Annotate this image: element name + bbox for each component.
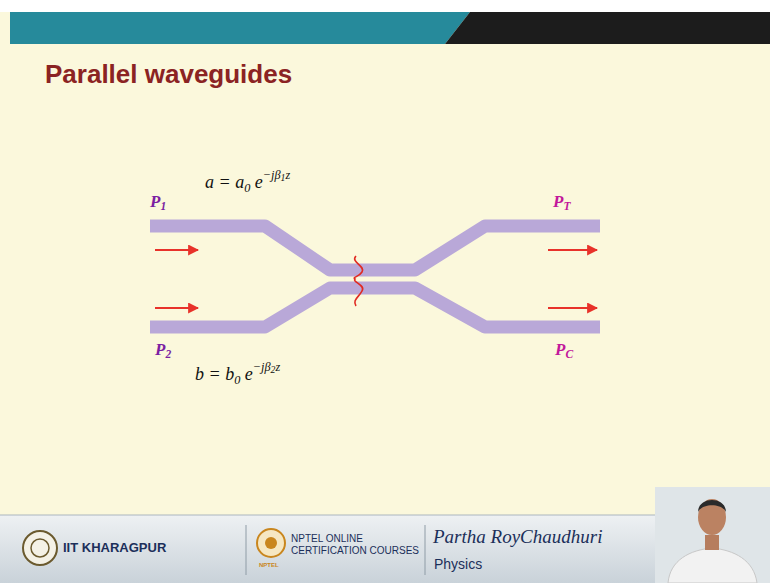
power-label: PT <box>553 192 570 212</box>
power-label: P2 <box>155 340 171 360</box>
input-arrow <box>155 307 198 309</box>
iit-logo <box>23 531 57 565</box>
nptel-logo <box>257 529 285 557</box>
lower-waveguide <box>150 288 600 327</box>
presenter-shirt <box>668 548 757 583</box>
presenter-neck <box>705 535 719 550</box>
upper-waveguide <box>150 226 600 270</box>
presenter-video <box>655 487 770 583</box>
footer-band <box>0 515 770 583</box>
header-bar-dark <box>445 12 770 44</box>
presenter-head <box>698 499 726 535</box>
logo-text: NPTEL <box>259 562 279 569</box>
slide-title: Parallel waveguides <box>45 60 292 90</box>
department-name: Physics <box>434 556 482 572</box>
course-name: NPTEL ONLINE CERTIFICATION COURSES <box>291 533 436 556</box>
institute-name: IIT KHARAGPUR <box>63 541 166 556</box>
input-arrow <box>155 249 198 251</box>
footer-separator <box>425 525 426 575</box>
nptel-logo <box>265 537 277 549</box>
presenter-name: Partha RoyChaudhuri <box>433 526 602 548</box>
power-label: P1 <box>150 192 166 212</box>
presenter-hair <box>698 500 726 512</box>
output-arrow <box>548 249 597 251</box>
power-label: PC <box>555 340 573 360</box>
header-bar <box>10 12 470 44</box>
mode-profile <box>354 256 362 306</box>
iit-logo <box>31 539 49 557</box>
field-equation: b = b0 e−jβ2z <box>195 364 280 385</box>
output-arrow <box>548 307 597 309</box>
footer-rule <box>0 515 770 516</box>
field-equation: a = a0 e−jβ1z <box>205 172 290 193</box>
footer-separator <box>246 525 247 575</box>
top-margin <box>0 0 770 12</box>
